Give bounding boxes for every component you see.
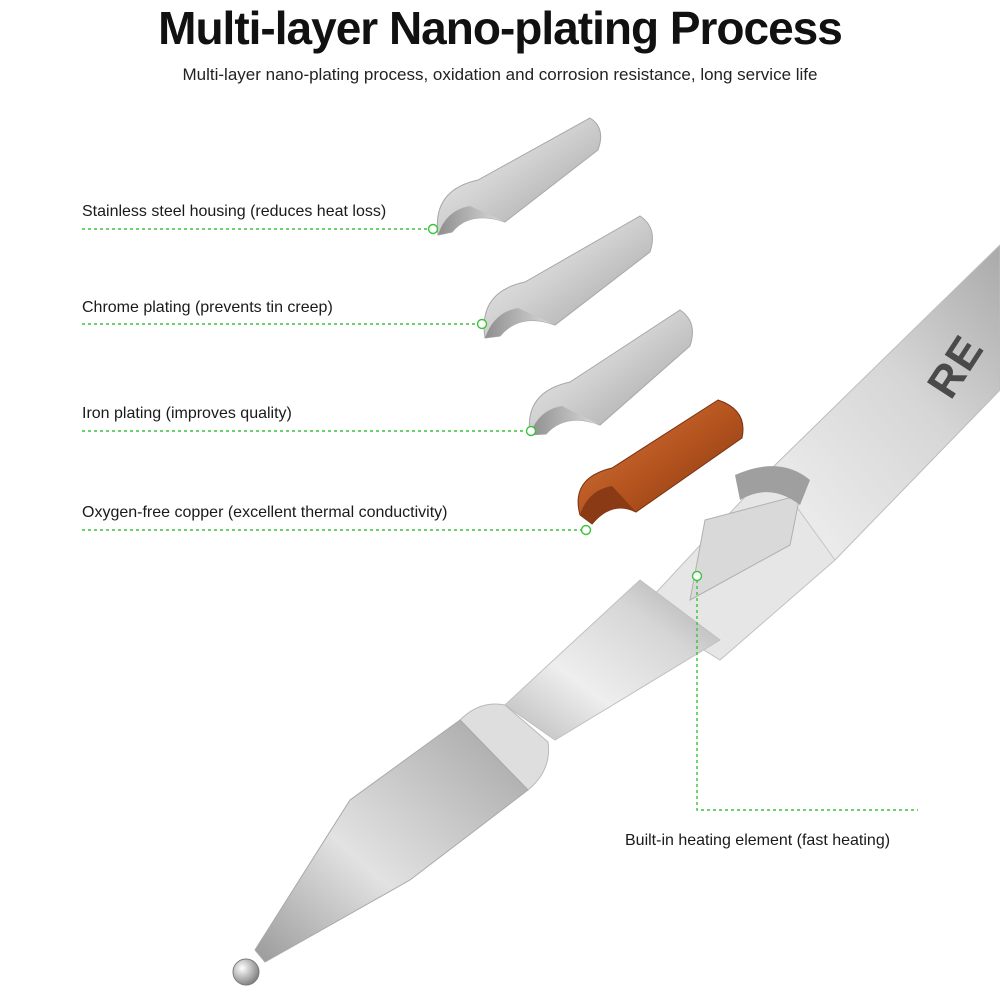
leader-lines <box>82 228 918 811</box>
label-stainless-housing: Stainless steel housing (reduces heat lo… <box>82 203 387 220</box>
layer-shell-iron <box>528 309 693 436</box>
tip-collar <box>459 703 550 791</box>
layer-shell-chrome <box>483 215 653 339</box>
page-subtitle: Multi-layer nano-plating process, oxidat… <box>182 65 818 84</box>
cutaway-inner-ring <box>735 466 810 505</box>
marker-stainless <box>427 223 439 235</box>
tip-ball <box>232 958 260 986</box>
leader-markers <box>427 223 703 582</box>
label-iron-plating: Iron plating (improves quality) <box>82 405 292 422</box>
marker-heating <box>691 570 703 582</box>
tip-neck <box>504 579 721 741</box>
label-heating-element: Built-in heating element (fast heating) <box>625 832 891 849</box>
page-title: Multi-layer Nano-plating Process <box>158 2 843 54</box>
label-chrome-plating: Chrome plating (prevents tin creep) <box>82 299 333 316</box>
tip-cone <box>254 719 529 963</box>
layer-shell-stainless <box>436 117 602 236</box>
marker-chrome <box>476 318 488 330</box>
leader-line-heating <box>696 580 918 811</box>
marker-iron <box>525 425 537 437</box>
soldering-tip <box>232 244 1000 986</box>
label-oxygen-free-copper: Oxygen-free copper (excellent thermal co… <box>82 504 448 521</box>
marker-copper <box>580 524 592 536</box>
layer-shell-copper <box>577 399 744 525</box>
